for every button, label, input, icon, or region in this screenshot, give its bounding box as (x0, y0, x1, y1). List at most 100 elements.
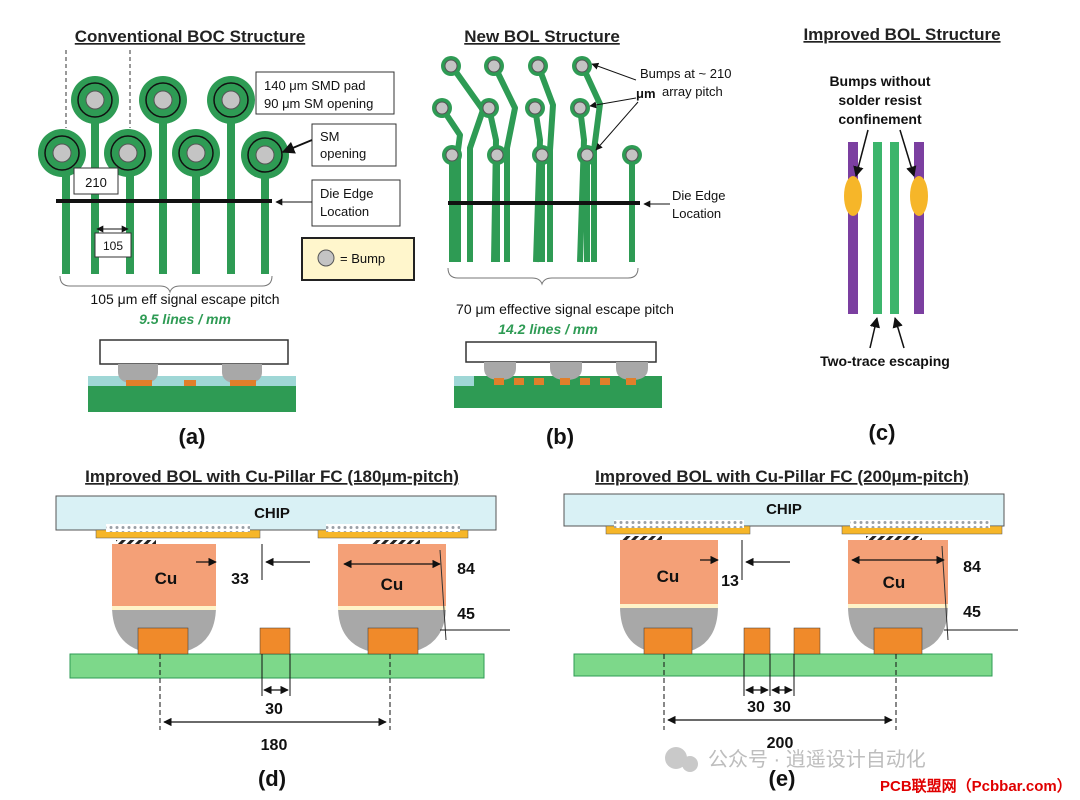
dim-box-105 (94, 232, 132, 258)
callout-box-pad (255, 71, 395, 115)
dotted-right-d (326, 524, 460, 532)
arrow-note-left (853, 129, 869, 178)
pillar-edge-d (439, 549, 447, 641)
cu-label-left-e: Cu (657, 567, 680, 586)
pad-right-d (367, 627, 419, 655)
cu-right-d (338, 544, 446, 608)
arrow-two-trace-right (892, 316, 905, 349)
pitch-text-b: 70 μm effective signal escape pitch (456, 301, 674, 317)
dim-180: 180 (261, 737, 288, 754)
dim-box-210 (73, 167, 119, 195)
dim-33: 33 (231, 571, 249, 588)
chip-label-d: CHIP (254, 505, 290, 522)
smd-pads-bottom (38, 129, 289, 179)
lines-text-a: 9.5 lines / mm (139, 311, 231, 327)
cu-cap-left-d (112, 606, 216, 610)
trace-green-left (873, 142, 882, 314)
cu-cap-right-d (338, 606, 446, 610)
callout-bumps-line2: μm (636, 86, 656, 101)
panel-a-title: Conventional BOC Structure (75, 27, 305, 46)
chip-label-e: CHIP (766, 501, 802, 518)
callout-pad-line2: 90 μm SM opening (264, 96, 373, 111)
watermark-site-bg (878, 774, 1078, 796)
note-c-line2: solder resist (838, 92, 922, 108)
callout-die-line2: Location (320, 204, 369, 219)
panel-e: Improved BOL with Cu-Pillar FC (200μm-pi… (563, 467, 1018, 791)
trace-green-right (890, 142, 899, 314)
arrow-bump-2 (589, 97, 637, 109)
callout-sm-line1: SM (320, 129, 340, 144)
dim-30-e2: 30 (773, 699, 791, 716)
panel-b-label: (b) (546, 424, 574, 449)
note-c-line3: confinement (838, 111, 922, 127)
panel-d: Improved BOL with Cu-Pillar FC (180μm-pi… (55, 467, 510, 791)
pad-right-e (873, 627, 923, 655)
arrow-sm (281, 139, 313, 154)
cu-label-right-e: Cu (883, 573, 906, 592)
cu-left-d (112, 544, 216, 608)
bracket-a (59, 275, 273, 294)
callout-die-line1: Die Edge (320, 186, 373, 201)
wechat-icon (665, 747, 687, 769)
legend-bump-icon (317, 249, 335, 267)
dotted-left-e (614, 520, 744, 528)
callout-bumps-line1: Bumps at ~ 210 (640, 66, 731, 81)
callout-box-die (311, 179, 401, 227)
dim-13: 13 (721, 573, 739, 590)
panel-c-title: Improved BOL Structure (803, 25, 1000, 44)
dim-45: 45 (457, 606, 475, 623)
trace-purple-right (914, 142, 924, 314)
dim-210: 210 (85, 175, 107, 190)
panel-c: Improved BOL Structure Bumps without sol… (803, 25, 1000, 445)
callout-pad-line1: 140 μm SMD pad (264, 78, 365, 93)
callout-box-sm (311, 123, 397, 167)
trace-purple-left (848, 142, 858, 314)
cu-right-e (848, 540, 948, 606)
dim-45-e: 45 (963, 604, 981, 621)
arrow-bump-3 (595, 101, 639, 151)
cross-section-a (88, 339, 296, 412)
trace-2-e (793, 627, 821, 655)
pitch-text-a: 105 μm eff signal escape pitch (90, 291, 279, 307)
bump-right (910, 176, 928, 216)
bracket-b (447, 267, 639, 286)
dim-30: 30 (265, 701, 283, 718)
panel-e-label: (e) (769, 766, 796, 791)
legend-label: = Bump (340, 251, 385, 266)
panel-e-title: Improved BOL with Cu-Pillar FC (200μm-pi… (595, 467, 969, 486)
cu-label-right-d: Cu (381, 575, 404, 594)
cu-left-e (620, 540, 718, 606)
substrate-e (573, 653, 993, 677)
arrow-two-trace-left (869, 316, 880, 349)
panel-b: New BOL Structure (432, 27, 731, 449)
watermark-wechat: 公众号 · 逍遥设计自动化 (708, 748, 926, 771)
arrow-note-right (899, 129, 917, 178)
cu-label-left-d: Cu (155, 569, 178, 588)
dim-200: 200 (767, 735, 794, 752)
dim-84: 84 (457, 561, 475, 578)
callout-die-b-line2: Location (672, 206, 721, 221)
cu-cap-left-e (620, 604, 718, 608)
substrate-d (69, 653, 485, 679)
watermark-site: PCB联盟网（Pcbbar.com） (880, 777, 1072, 795)
pad-left-d (137, 627, 189, 655)
dim-105: 105 (103, 239, 123, 253)
wechat-icon-small (682, 756, 698, 772)
callout-bumps-line3: array pitch (662, 84, 723, 99)
cross-section-b (454, 341, 662, 408)
panel-d-title: Improved BOL with Cu-Pillar FC (180μm-pi… (85, 467, 459, 486)
callout-sm-line2: opening (320, 146, 366, 161)
lines-text-b: 14.2 lines / mm (498, 321, 598, 337)
bottom-note-c: Two-trace escaping (820, 353, 950, 369)
panel-a-label: (a) (179, 424, 206, 449)
dotted-left-d (106, 524, 250, 532)
dim-30-e1: 30 (747, 699, 765, 716)
dotted-right-e (850, 520, 990, 528)
bump-left (844, 176, 862, 216)
watermark: 公众号 · 逍遥设计自动化 PCB联盟网（Pcbbar.com） (665, 747, 1078, 796)
panel-d-label: (d) (258, 766, 286, 791)
arrow-bump-1 (591, 62, 637, 81)
pad-left-e (643, 627, 693, 655)
panel-c-label: (c) (869, 420, 896, 445)
